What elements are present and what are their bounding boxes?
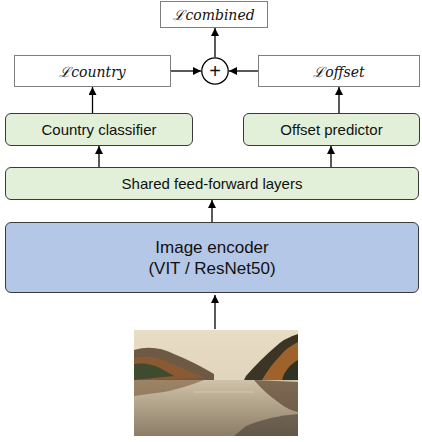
node-label: ℒcountry: [59, 62, 126, 81]
loss-box: ℒoffset: [258, 55, 420, 87]
arrow-connector: [338, 87, 339, 113]
node-label: +: [209, 61, 221, 81]
arrow-connector: [211, 200, 212, 222]
image-input-arrow: [214, 295, 215, 329]
encoder-box: Image encoder(VIT / ResNet50): [5, 222, 419, 293]
node-sublabel: (VIT / ResNet50): [148, 258, 275, 279]
node-label: ℒoffset: [313, 62, 364, 81]
landscape-photo: [134, 330, 298, 436]
module-box: Offset predictor: [243, 113, 420, 146]
arrow-connector: [171, 70, 201, 71]
arrow-connector: [330, 146, 331, 167]
loss-box: ℒcombined: [160, 1, 268, 28]
sum-circle: +: [201, 57, 229, 85]
node-label: Shared feed-forward layers: [122, 175, 303, 192]
arrow-connector: [98, 146, 99, 167]
arrow-connector: [214, 28, 215, 57]
module-box: Shared feed-forward layers: [5, 167, 419, 200]
module-box: Country classifier: [5, 113, 193, 146]
node-label: Offset predictor: [280, 121, 382, 138]
arrow-connector: [229, 70, 258, 71]
node-label: Image encoder: [155, 237, 268, 258]
arrow-connector: [92, 87, 93, 113]
node-label: Country classifier: [41, 121, 156, 138]
loss-box: ℒcountry: [14, 55, 171, 87]
node-label: ℒcombined: [173, 5, 254, 24]
